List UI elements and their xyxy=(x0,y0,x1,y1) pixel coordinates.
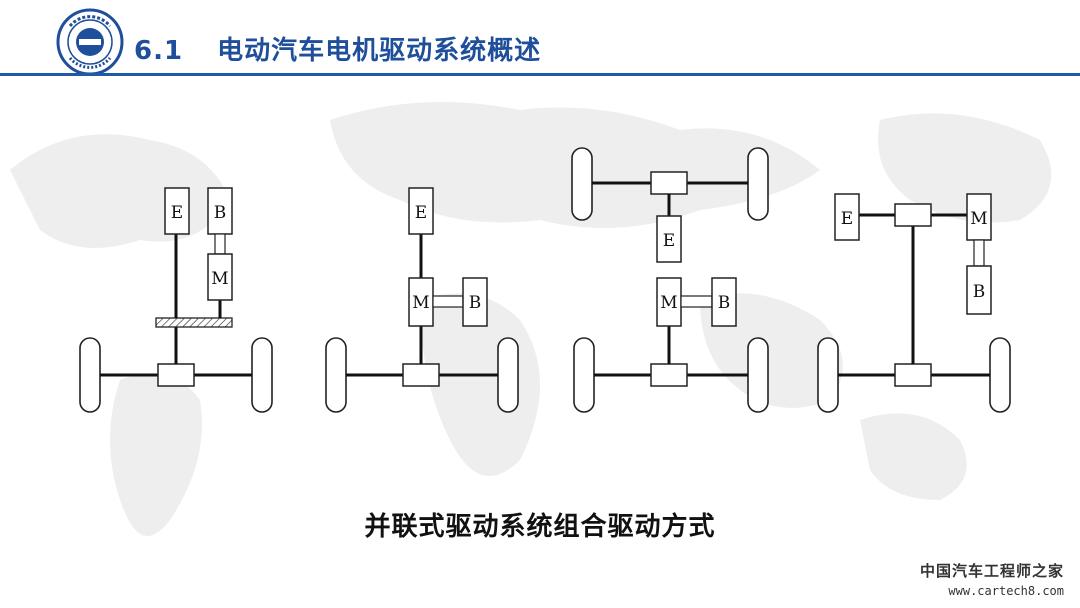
differential-box xyxy=(894,363,932,387)
diagram-2-engine-motor-coaxial-config: E M B xyxy=(325,187,519,413)
engine-box xyxy=(834,193,860,241)
engine-label: E xyxy=(415,203,427,223)
differential-box xyxy=(650,171,688,195)
wheel xyxy=(325,337,347,413)
section-number: 6.1 xyxy=(134,36,184,66)
battery-label: B xyxy=(214,203,227,223)
engine-box xyxy=(164,187,190,235)
motor-label: M xyxy=(660,293,677,313)
university-logo-seal xyxy=(56,8,124,76)
engine-label: E xyxy=(171,203,183,223)
motor-label: M xyxy=(211,269,228,289)
engine-box xyxy=(656,215,682,263)
battery-box xyxy=(711,277,737,327)
differential-box xyxy=(650,363,688,387)
engine-box xyxy=(408,187,434,235)
engine-label: E xyxy=(841,209,853,229)
watermark-url: www.cartech8.com xyxy=(948,584,1064,598)
motor-box xyxy=(207,253,233,301)
section-heading: 6.1 电动汽车电机驱动系统概述 xyxy=(134,30,541,67)
section-title-text: 电动汽车电机驱动系统概述 xyxy=(217,36,542,66)
wheel xyxy=(989,337,1011,413)
wheel xyxy=(747,337,769,413)
battery-box xyxy=(462,277,488,327)
coupler-box xyxy=(894,203,932,227)
electric-link xyxy=(680,295,713,308)
motor-label: M xyxy=(412,293,429,313)
battery-label: B xyxy=(973,282,986,302)
wheel xyxy=(497,337,519,413)
watermark: 中国汽车工程师之家 www.cartech8.com xyxy=(904,560,1064,598)
diagram-3-separate-axle-config: E M B xyxy=(571,147,769,413)
title-divider xyxy=(0,73,1080,76)
differential-box xyxy=(157,363,195,387)
wheel xyxy=(251,337,273,413)
differential-box xyxy=(402,363,440,387)
engine-label: E xyxy=(663,231,675,251)
wheel xyxy=(571,147,593,221)
electric-link xyxy=(432,295,464,308)
electric-link xyxy=(214,233,226,255)
wheel xyxy=(79,337,101,413)
motor-label: M xyxy=(970,209,987,229)
battery-box xyxy=(966,265,992,315)
watermark-site-name: 中国汽车工程师之家 xyxy=(919,562,1064,580)
motor-box xyxy=(966,193,992,241)
battery-label: B xyxy=(718,293,731,313)
motor-box xyxy=(408,277,434,327)
diagram-4-coupler-shaft-config: E M B xyxy=(817,193,1011,413)
wheel xyxy=(747,147,769,221)
battery-label: B xyxy=(469,293,482,313)
diagram-1-torque-coupler-config: E B M xyxy=(79,187,273,413)
torque-coupler xyxy=(155,317,233,328)
diagram-caption: 并联式驱动系统组合驱动方式 xyxy=(364,512,716,542)
electric-link xyxy=(973,239,985,267)
wheel xyxy=(817,337,839,413)
wheel xyxy=(573,337,595,413)
